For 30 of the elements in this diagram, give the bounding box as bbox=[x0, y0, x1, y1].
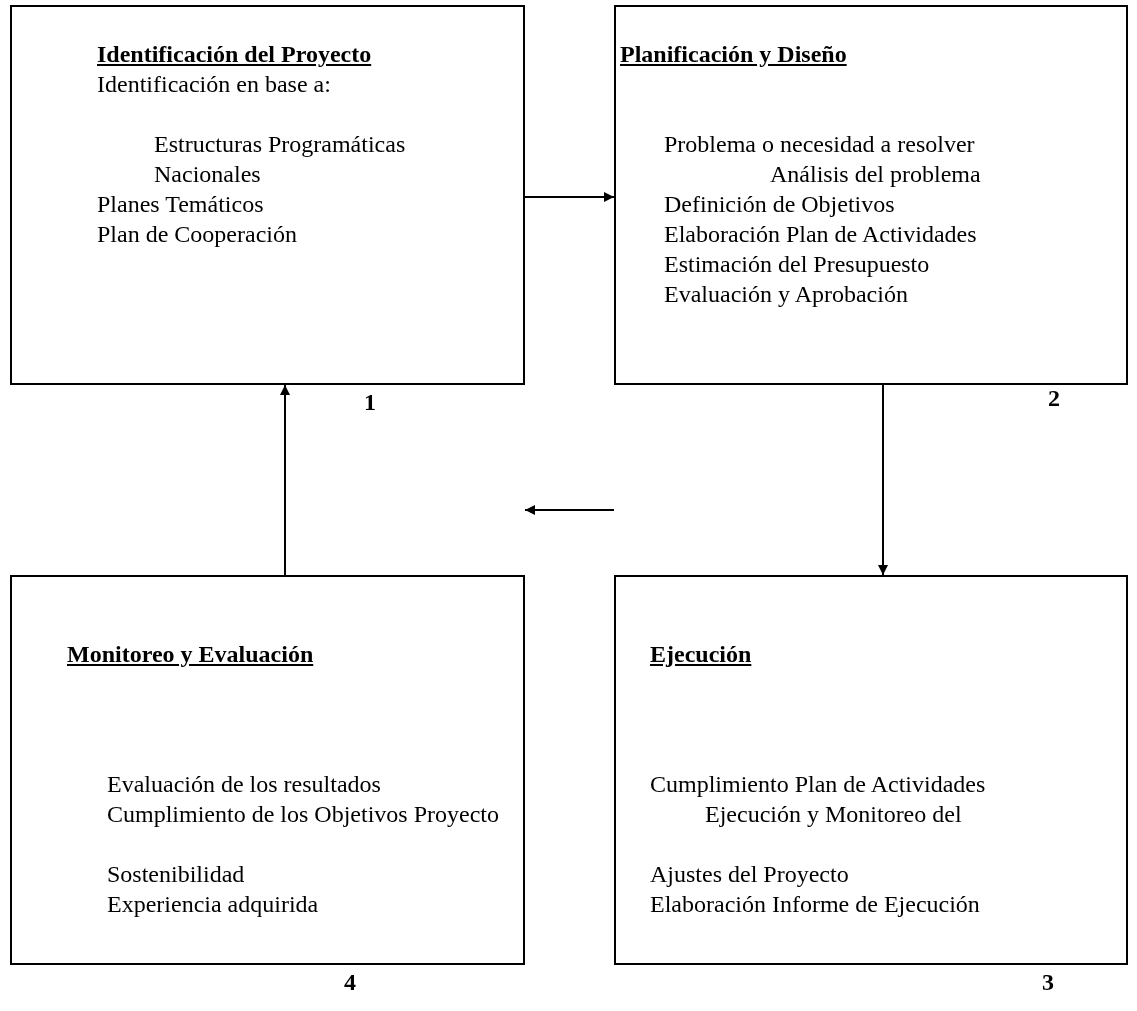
arrow bbox=[524, 192, 615, 202]
step-number: 1 bbox=[364, 389, 376, 415]
box-text: Análisis del problema bbox=[770, 160, 981, 189]
box-text: Cumplimiento Plan de Actividades bbox=[650, 770, 986, 799]
box-text: Estimación del Presupuesto bbox=[664, 250, 930, 279]
step-number: 4 bbox=[344, 969, 356, 995]
box-heading: Monitoreo y Evaluación bbox=[67, 640, 314, 669]
box-text: Estructuras Programáticas Nacionales bbox=[153, 130, 407, 189]
arrow bbox=[878, 384, 888, 576]
arrow bbox=[524, 505, 615, 515]
box-text: Problema o necesidad a resolver bbox=[664, 130, 975, 159]
box-text: Identificación en base a: bbox=[97, 70, 331, 99]
box-text: Planes Temáticos bbox=[97, 190, 264, 219]
box-text: Elaboración Plan de Actividades bbox=[664, 220, 977, 249]
box-text: Experiencia adquirida bbox=[107, 890, 319, 919]
box-text: Evaluación y Aprobación bbox=[664, 280, 908, 309]
box-text: Sostenibilidad bbox=[107, 860, 245, 889]
box-text: Evaluación de los resultados bbox=[107, 770, 381, 799]
step-number: 2 bbox=[1048, 385, 1060, 411]
box-text: Plan de Cooperación bbox=[97, 220, 297, 249]
box-text: Elaboración Informe de Ejecución bbox=[650, 890, 980, 919]
box-text: Definición de Objetivos bbox=[664, 190, 895, 219]
box-heading: Planificación y Diseño bbox=[620, 40, 847, 69]
arrow bbox=[280, 384, 290, 576]
box-text: Cumplimiento de los Objetivos Proyecto bbox=[106, 800, 500, 829]
box-heading: Identificación del Proyecto bbox=[97, 40, 372, 69]
box-text: Ajustes del Proyecto bbox=[650, 860, 849, 889]
box-text: Ejecución y Monitoreo del bbox=[705, 800, 962, 829]
step-number: 3 bbox=[1042, 969, 1054, 995]
box-heading: Ejecución bbox=[650, 640, 752, 669]
